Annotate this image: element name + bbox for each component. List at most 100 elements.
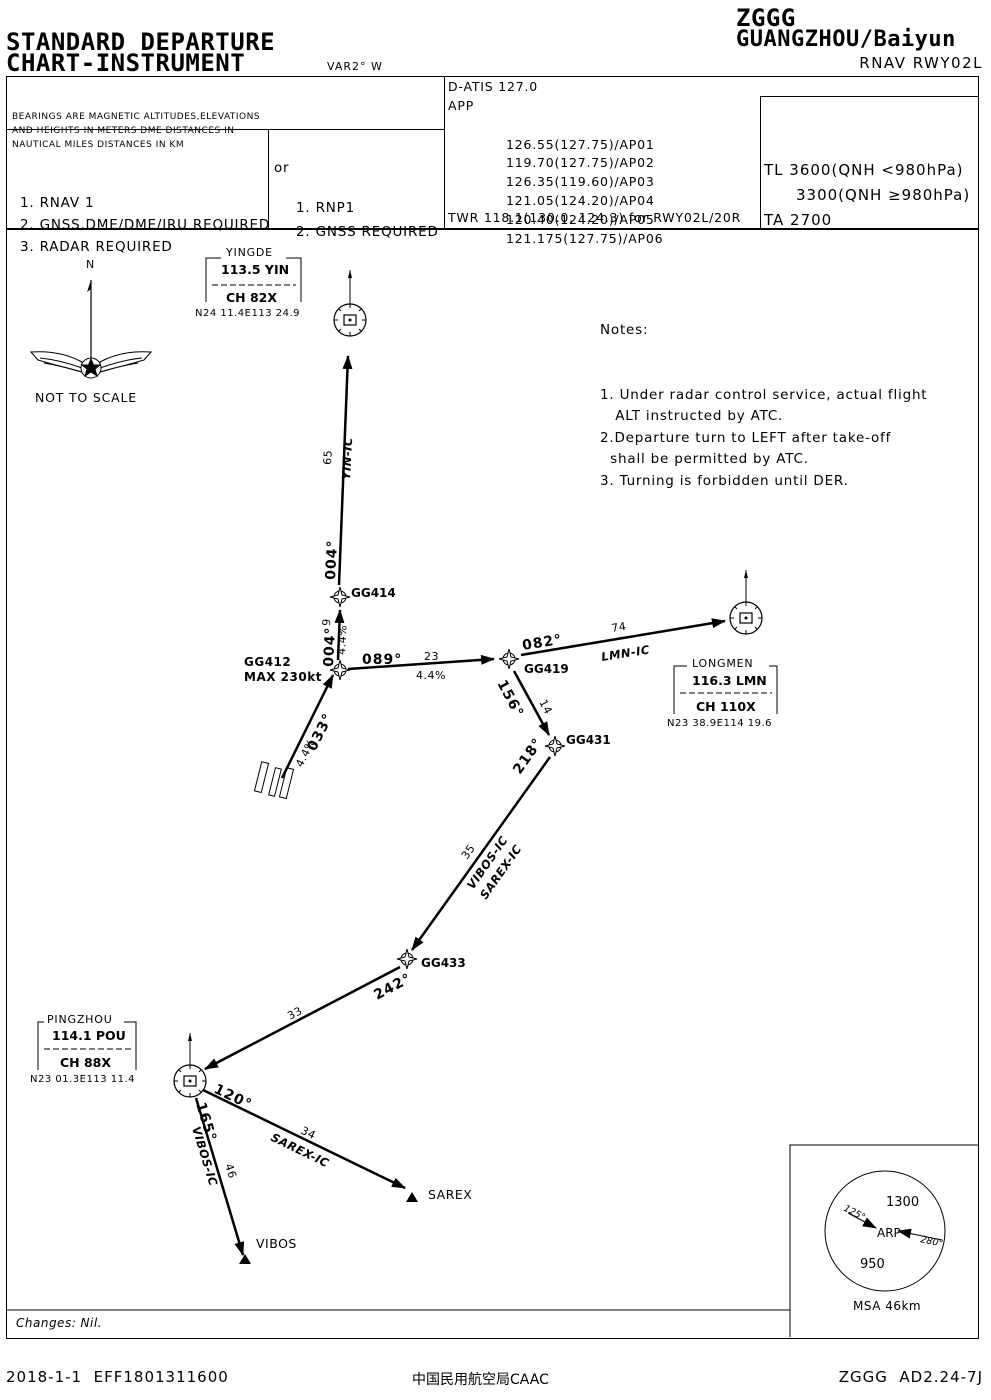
grad-gg412-gg419-label: 4.4% — [416, 669, 446, 682]
nav-spec-divider — [268, 129, 269, 229]
navaid-yingde-name: YINGDE — [226, 246, 273, 259]
dist-gg433-pou-label: 33 — [285, 1004, 304, 1023]
airport-name: GUANGZHOU/Baiyun — [736, 27, 956, 52]
track-gg412-gg414-label: 004° — [321, 626, 339, 667]
route-lmn-ic-label: LMN-IC — [600, 642, 651, 663]
transition-level: TL 3600(QNH <980hPa)3300(QNH ≥980hPa)TA … — [764, 161, 971, 229]
dist-gg419-gg431-label: 14 — [536, 697, 555, 716]
chart-frame — [6, 76, 979, 1339]
north-label: N — [86, 258, 95, 271]
navaid-longmen-freq: 116.3 LMN — [692, 673, 767, 688]
msa-arp-label: ARP — [877, 1226, 901, 1240]
north-arrow-icon — [87, 280, 92, 368]
leg-pingzhou-sarex — [202, 1088, 406, 1190]
info-col-divider-2 — [760, 96, 761, 229]
navaid-yingde-channel: CH 82X — [226, 290, 278, 305]
dist-gg414-yin-label: 65 — [321, 449, 335, 465]
leg-pingzhou-vibos — [194, 1097, 245, 1256]
procedure-name: RNAV RWY02L — [859, 54, 983, 72]
dist-gg431-gg433-label: 35 — [459, 842, 478, 862]
fix-gg414-icon — [329, 586, 351, 608]
navaid-pingzhou-freq: 114.1 POU — [52, 1028, 126, 1043]
nav-spec-or: or — [274, 160, 290, 176]
navaid-pingzhou-coord: N23 01.3E113 11.4 — [30, 1074, 135, 1085]
dist-gg419-lmn-label: 74 — [610, 620, 627, 635]
fix-gg431-icon — [544, 735, 566, 757]
waypoint-vibos-icon — [239, 1254, 251, 1264]
fix-gg414-label: GG414 — [351, 586, 396, 600]
navaid-yingde-coord: N24 11.4E113 24.9 — [195, 308, 300, 319]
waypoint-sarex-label: SAREX — [428, 1187, 473, 1202]
msa-north-alt: 1300 — [886, 1195, 919, 1210]
navaid-yingde-freq: 113.5 YIN — [221, 262, 290, 277]
vor-longmen-icon — [729, 570, 763, 635]
navaid-pingzhou-channel: CH 88X — [60, 1055, 112, 1070]
caac-logo-icon — [29, 351, 153, 379]
waypoint-sarex-icon — [406, 1192, 418, 1202]
leg-gg419-longmen — [520, 618, 726, 657]
msa-diagram — [824, 1170, 946, 1292]
chart-title-line2: CHART-INSTRUMENT — [6, 49, 246, 77]
msa-bearing-280: 280° — [919, 1234, 944, 1250]
navaid-pingzhou-name: PINGZHOU — [47, 1013, 113, 1026]
grad-gg412-gg414-label: 4.4% — [335, 625, 350, 656]
info-divider — [6, 228, 979, 230]
bearings-note: BEARINGS ARE MAGNETIC ALTITUDES,ELEVATIO… — [12, 112, 261, 150]
issuing-authority: 中国民用航空局CAAC — [412, 1372, 549, 1388]
navaid-longmen-coord: N23 38.9E114 19.6 — [667, 718, 772, 729]
info-row-divider — [6, 129, 445, 130]
fix-gg431-label: GG431 — [566, 733, 611, 747]
runway-symbol — [253, 761, 295, 800]
vor-pingzhou-icon — [173, 1033, 207, 1098]
msa-frame — [789, 1144, 979, 1337]
magnetic-variation: VAR2° W — [327, 60, 383, 73]
vor-yingde-icon — [333, 270, 367, 337]
fix-gg419-icon — [498, 648, 520, 670]
leg-gg431-gg433 — [410, 756, 552, 951]
dist-pou-vibos-label: 46 — [222, 1162, 239, 1180]
navaid-longmen-name: LONGMEN — [692, 657, 754, 670]
leg-rwy-gg412 — [280, 674, 335, 779]
changes-note: Changes: Nil. — [16, 1316, 103, 1330]
leg-gg433-pingzhou — [204, 965, 401, 1071]
leg-gg412-gg419 — [347, 654, 495, 671]
track-gg414-yin-label: 004° — [323, 539, 341, 580]
fix-gg433-label: GG433 — [421, 956, 466, 970]
grad-rwy-label: 4.4% — [293, 737, 318, 770]
track-gg412-gg419-label: 089° — [362, 652, 402, 668]
leg-gg414-yingde — [337, 355, 353, 586]
leg-gg419-gg431 — [512, 670, 551, 736]
notes-block: Notes: 1. Under radar control service, a… — [600, 322, 928, 489]
dist-gg412-gg419-label: 23 — [424, 650, 439, 663]
msa-south-alt: 950 — [860, 1257, 885, 1272]
app-label: APP — [448, 98, 475, 113]
fix-gg412-speed: MAX 230kt — [244, 670, 322, 684]
fix-gg412-label: GG412 — [244, 655, 292, 669]
leg-gg412-gg414 — [334, 609, 345, 661]
effective-date: 2018-1-1 EFF1801311600 — [6, 1368, 229, 1386]
airport-code: ZGGG — [736, 4, 796, 32]
track-gg433-pou-label: 242° — [371, 971, 414, 1004]
msa-caption: MSA 46km — [853, 1299, 921, 1313]
navaid-longmen-channel: CH 110X — [696, 699, 756, 714]
dist-gg412-gg414-label: 9 — [320, 618, 333, 626]
not-to-scale-label: NOT TO SCALE — [35, 390, 137, 405]
fix-gg433-icon — [396, 948, 418, 970]
waypoint-vibos-label: VIBOS — [256, 1236, 297, 1251]
page-reference: ZGGG AD2.24-7J — [838, 1368, 983, 1386]
fix-gg419-label: GG419 — [524, 662, 569, 676]
navaid-box-lines — [37, 257, 778, 1070]
route-yin-ic-label: YIN-IC — [339, 437, 355, 480]
chart-title-line1: STANDARD DEPARTURE — [6, 28, 276, 56]
dist-pou-sarex-label: 34 — [299, 1124, 318, 1142]
track-gg419-lmn-label: 082° — [521, 632, 563, 654]
info-col-divider — [444, 76, 445, 229]
tl-box-top — [760, 96, 978, 97]
track-pou-sarex-label: 120° — [211, 1081, 254, 1113]
twr-frequency: TWR 118.1(130.0, 124.3) for RWY02L/20R — [448, 210, 742, 225]
datis-frequency: D-ATIS 127.0 — [448, 79, 539, 94]
